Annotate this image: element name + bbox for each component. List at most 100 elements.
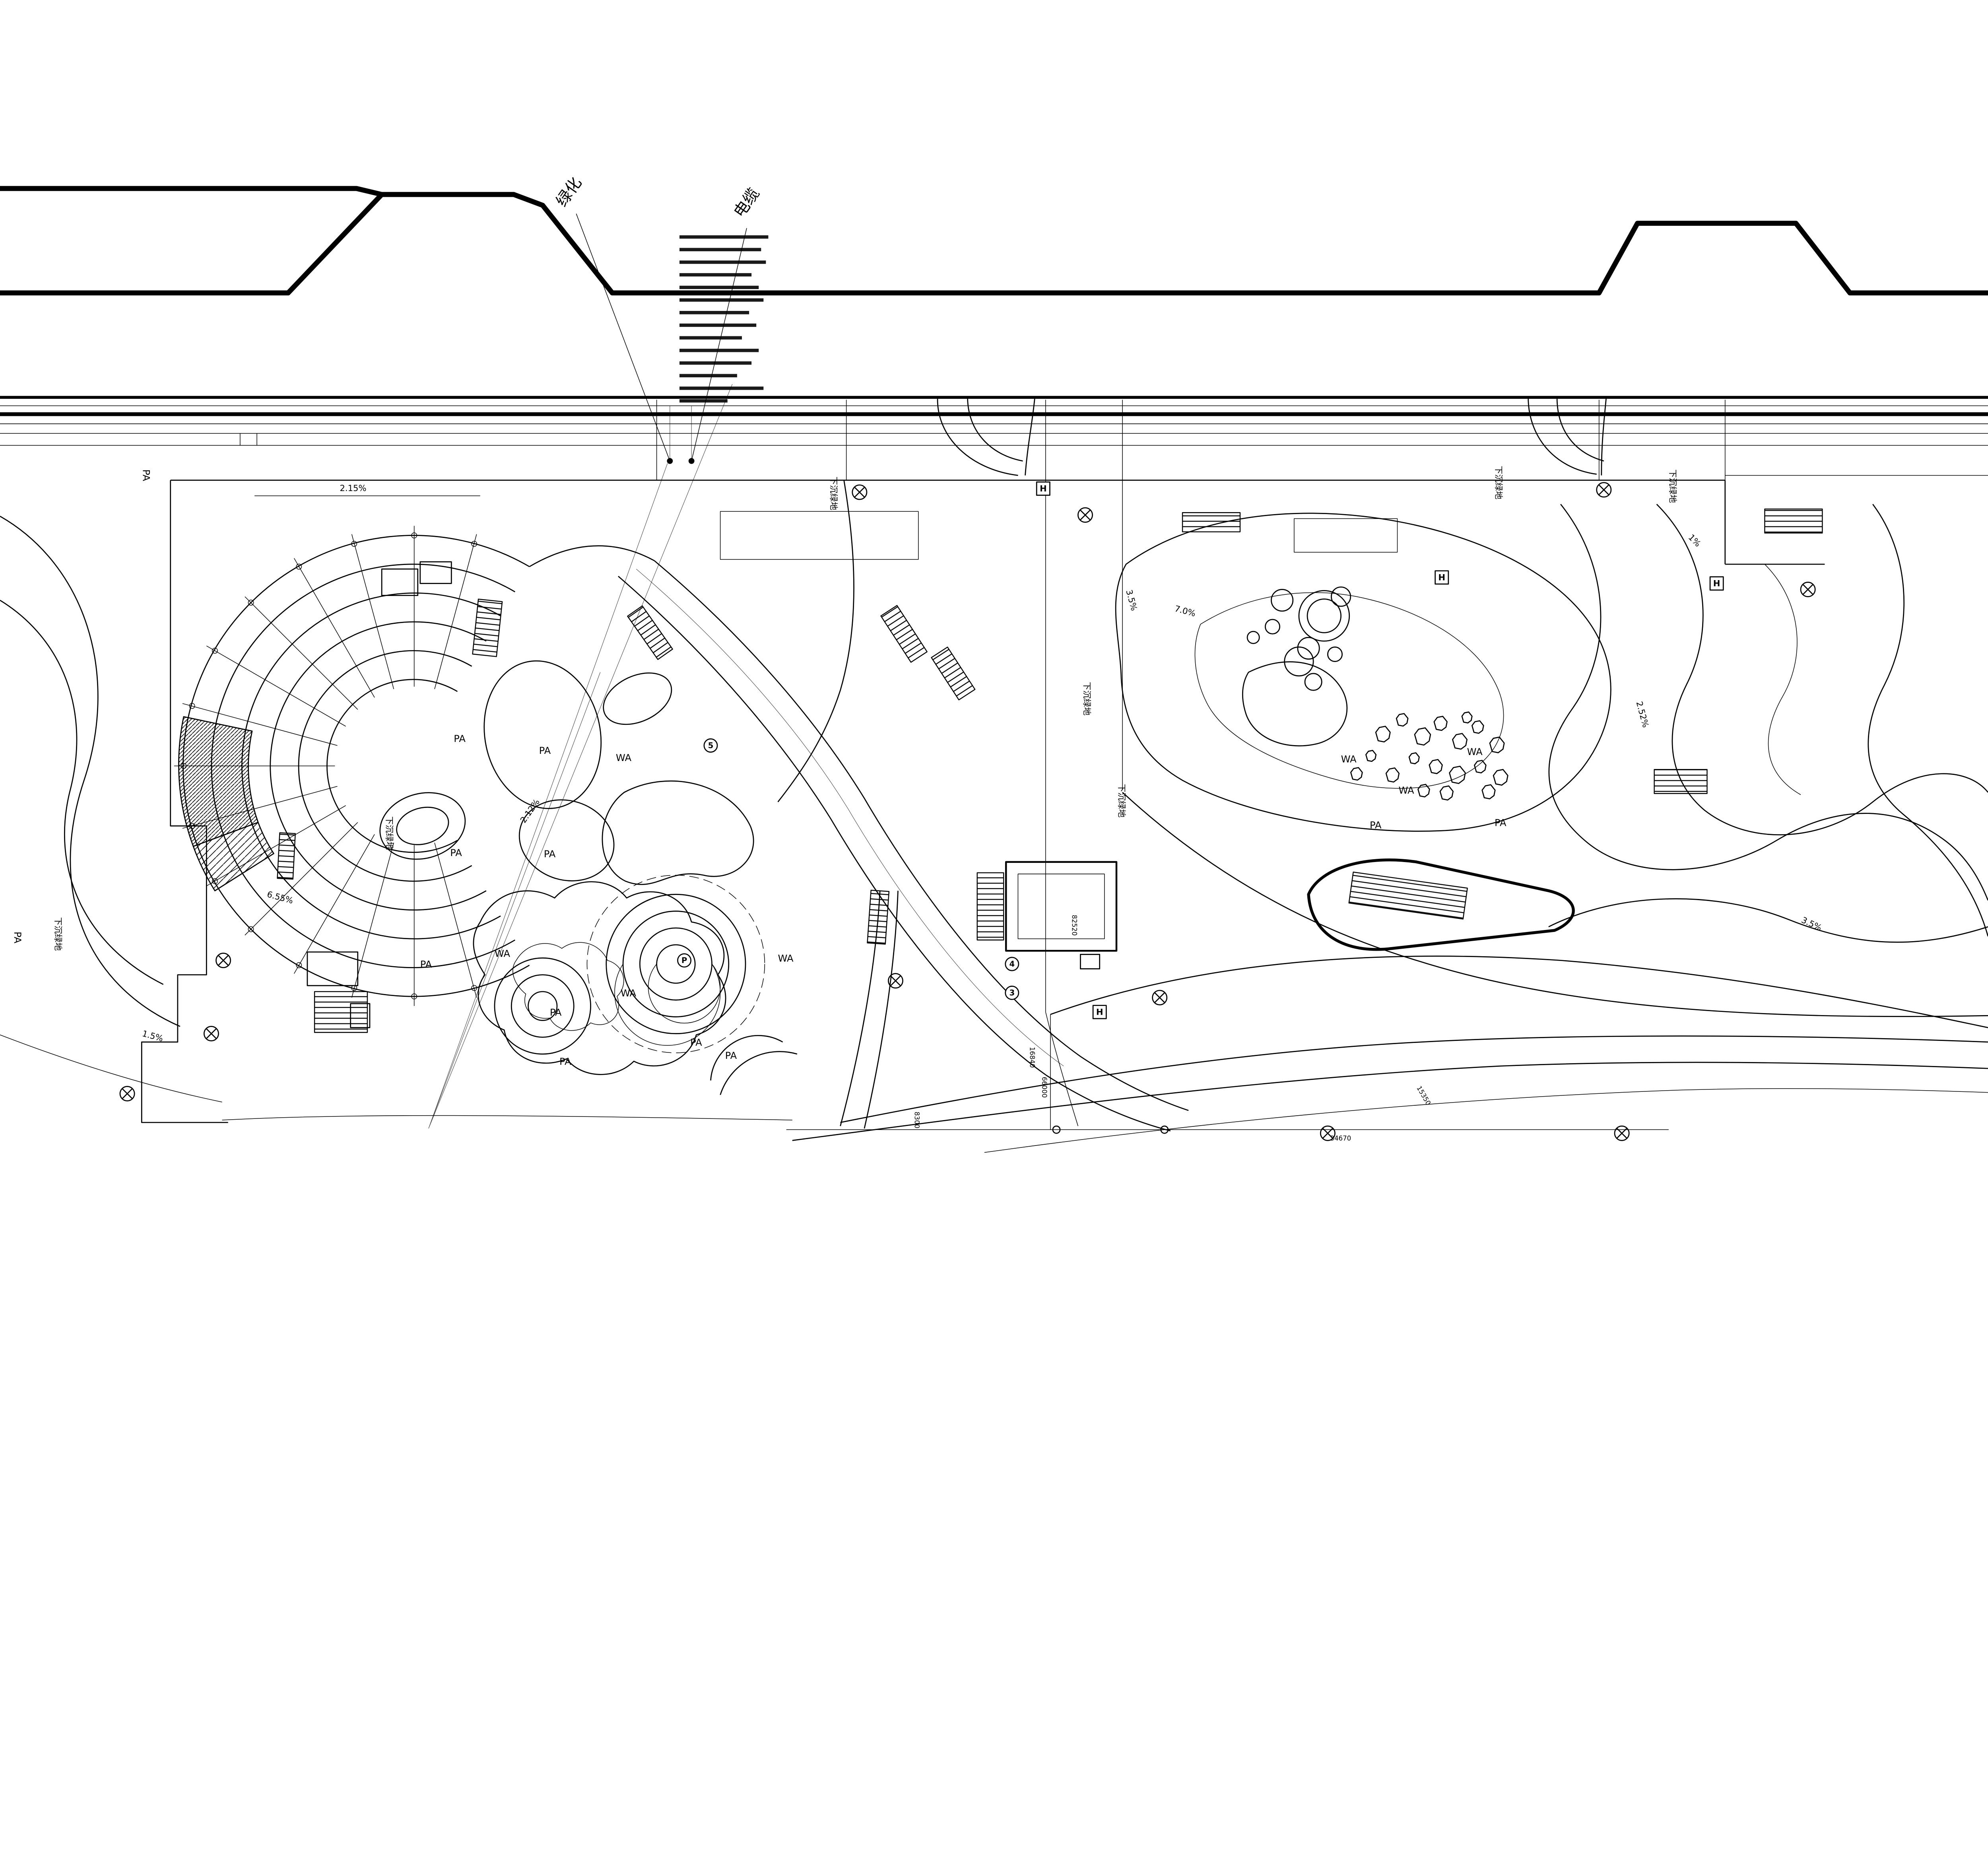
manhole-symbol: [1077, 507, 1093, 523]
slope-label: 3.5%: [1124, 588, 1139, 612]
pa-label: PA: [12, 932, 23, 944]
manhole-symbol: [852, 484, 868, 500]
stair-hatches: [277, 508, 1823, 1033]
pa-label: PA: [140, 470, 151, 482]
building-outline: [419, 561, 452, 584]
slope-label: 2.12%: [518, 797, 542, 825]
svg-text:3: 3: [1009, 988, 1015, 998]
stair-hatch: [1348, 872, 1468, 920]
landform-curve-5: [1548, 898, 1988, 943]
site-paths: [0, 480, 1988, 1153]
dim-label: 8300: [913, 1112, 921, 1128]
garden-circle: [1052, 1125, 1061, 1134]
rock-outline: [1439, 785, 1454, 801]
bottom-curve-4: [1122, 792, 1988, 1017]
manhole-symbol: [1596, 482, 1612, 498]
rock-outline: [1449, 765, 1466, 784]
stair-hatch: [977, 872, 1004, 941]
top-structure-outline: [720, 511, 919, 560]
garden-circle: [1304, 673, 1322, 691]
road-edge-upper: [0, 186, 382, 197]
road-band-ticks: [240, 433, 257, 446]
promenade-deck: [1307, 858, 1575, 951]
bottom-curve-1: [840, 1035, 1988, 1123]
stair-hatch: [627, 605, 673, 660]
pool-outline: [1005, 861, 1118, 952]
pa-label: PA: [1495, 817, 1507, 828]
pa-label: PA: [1370, 819, 1382, 831]
hydrant-marker: H: [1435, 570, 1449, 585]
sunken-green-label: 下沉绿地: [1494, 466, 1504, 499]
manhole-symbol: [215, 952, 231, 968]
stair-hatch: [1764, 508, 1823, 534]
rock-outline: [1481, 784, 1496, 800]
svg-text:4: 4: [1009, 959, 1015, 969]
spiral-garden-a: [586, 875, 765, 1053]
svg-text:H: H: [1040, 483, 1047, 493]
svg-text:H: H: [1438, 573, 1445, 582]
svg-text:P: P: [681, 956, 687, 965]
plaza-path-connector: [529, 545, 655, 567]
leader-stubs: [670, 406, 692, 461]
planting-oval: [603, 672, 672, 725]
note-text-line: [679, 374, 737, 377]
garden-circle: [1331, 586, 1351, 607]
section-verticals-top: [656, 400, 1726, 480]
top-structure-outline: [1294, 518, 1398, 553]
stair-hatch: [880, 605, 928, 663]
section-verticals: [1045, 480, 1123, 1130]
slope-label: 7.0%: [1174, 604, 1197, 619]
garden-circle: [1284, 647, 1314, 677]
planting-blobs: [473, 660, 798, 1095]
right-landform-curves: [1548, 504, 1988, 943]
left-contour-2: [0, 600, 164, 985]
greening-label: 绿化: [553, 174, 585, 210]
sunken-green-label: 下沉绿地: [1117, 784, 1127, 818]
note-text-line: [679, 361, 752, 365]
circled-marker: 4: [1005, 957, 1019, 971]
manhole-symbol: [1800, 582, 1816, 597]
dim-label: 16840: [1029, 1047, 1036, 1068]
note-text-line: [679, 386, 764, 390]
slope-label: 3.5%: [1800, 915, 1823, 933]
garden-pond: [1242, 661, 1348, 747]
pa-label: PA: [450, 847, 462, 858]
scallop-cloud: [473, 881, 726, 1075]
plaza-inner-ring: [379, 792, 466, 860]
note-text-line: [679, 298, 764, 302]
pool-connector: [1045, 1012, 1079, 1126]
garden-circle: [1265, 619, 1280, 635]
pa-label: PA: [559, 1056, 571, 1067]
sunken-green-label: 下沉绿地: [829, 477, 839, 511]
top-road-structure: [0, 186, 1988, 476]
svg-text:H: H: [1713, 579, 1720, 588]
bottom-curve-5: [984, 1088, 1988, 1153]
stair-hatch: [1182, 512, 1241, 532]
rock-garden: [1052, 513, 1611, 1134]
rock-outline: [1429, 759, 1443, 775]
garden-outer-boundary: [1115, 513, 1611, 832]
wa-label: WA: [495, 948, 511, 959]
stair-hatch: [277, 832, 296, 880]
dim-label: 82520: [1070, 915, 1078, 936]
wa-label: WA: [1341, 753, 1357, 765]
building-outline: [381, 568, 419, 596]
stair-hatch: [314, 991, 368, 1033]
plaza-inner-ring: [396, 806, 449, 845]
rock-outline: [1396, 713, 1409, 727]
site-boundary-group: [141, 400, 1988, 1130]
stair-hatch: [1654, 769, 1708, 794]
rock-outline: [1433, 716, 1448, 731]
arc-hedges: [710, 1035, 798, 1095]
manhole-symbol: [203, 1026, 219, 1042]
garden-circle: [1297, 637, 1320, 660]
sunken-green-label: 下沉绿地: [53, 917, 63, 951]
slope-label: 2.52%: [1635, 700, 1651, 728]
pool-equipment-box: [1080, 953, 1101, 969]
note-text-line: [679, 273, 752, 277]
stair-hatch: [931, 647, 976, 701]
pool-structure: [1005, 861, 1118, 969]
pa-label: PA: [539, 745, 551, 756]
building-outline: [307, 951, 359, 986]
